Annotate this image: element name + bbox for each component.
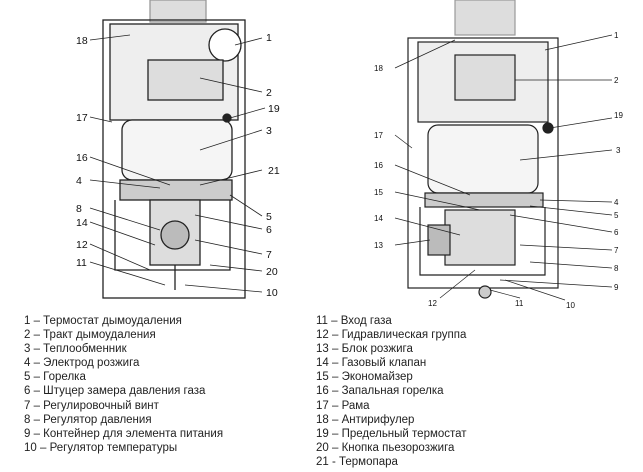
callout-18: 18 (374, 64, 383, 73)
left-heater-drawing (102, 0, 246, 299)
legend-item: 10 – Регулятор температуры (24, 441, 178, 454)
callout-19: 19 (268, 103, 280, 115)
callout-6: 6 (614, 228, 619, 237)
legend-item: 18 – Антирифулер (316, 413, 415, 426)
legend-item: 4 – Электрод розжига (24, 357, 140, 370)
callout-19: 19 (614, 111, 623, 120)
callout-17: 17 (374, 131, 383, 140)
callout-11: 11 (76, 257, 87, 269)
callout-13: 13 (374, 241, 383, 250)
callout-10: 10 (266, 287, 278, 299)
callout-4: 4 (614, 198, 619, 207)
legend-item: 15 – Экономайзер (316, 371, 413, 384)
legend-item: 16 – Запальная горелка (316, 385, 444, 398)
legend-item: 19 – Предельный термостат (316, 427, 467, 440)
legend-item: 3 – Теплообменник (24, 343, 127, 356)
callout-10: 10 (566, 301, 575, 310)
legend-item: 6 – Штуцер замера давления газа (24, 385, 206, 398)
callout-9: 9 (614, 283, 619, 292)
legend-column-2: 11 – Вход газа 12 – Гидравлическая групп… (316, 314, 467, 469)
callout-8: 8 (614, 264, 619, 273)
legend-item: 14 – Газовый клапан (316, 357, 427, 370)
legend-item: 12 – Гидравлическая группа (316, 329, 467, 342)
callout-5: 5 (266, 211, 272, 223)
right-heater-drawing (407, 0, 559, 299)
callout-12: 12 (428, 299, 437, 308)
callout-7: 7 (614, 246, 619, 255)
callout-16: 16 (76, 152, 88, 164)
left-callouts: 18 1 2 19 17 3 16 21 4 5 8 14 6 12 7 11 … (76, 32, 280, 299)
callout-18: 18 (76, 35, 88, 47)
callout-2: 2 (266, 87, 272, 99)
legend-item: 8 – Регулятор давления (24, 413, 152, 426)
legend-item: 11 – Вход газа (316, 315, 392, 327)
legend-item: 5 – Горелка (24, 371, 86, 384)
callout-11: 11 (515, 299, 524, 308)
legend-item: 9 – Контейнер для элемента питания (24, 427, 224, 440)
left-leader-lines (89, 34, 266, 293)
legend-column-1: 1 – Термостат дымоудаления 2 – Тракт дым… (24, 314, 223, 455)
callout-2: 2 (614, 76, 619, 85)
legend-item: 2 – Тракт дымоудаления (24, 329, 156, 342)
callout-6: 6 (266, 224, 272, 236)
callout-16: 16 (374, 161, 383, 170)
callout-1: 1 (266, 32, 272, 44)
legend-item: 7 – Регулировочный винт (24, 399, 159, 412)
callout-14: 14 (76, 217, 88, 229)
legend-item: 17 – Рама (316, 399, 370, 412)
callout-3: 3 (616, 146, 621, 155)
callout-3: 3 (266, 125, 272, 137)
right-leader-lines (394, 34, 613, 301)
callout-12: 12 (76, 239, 88, 251)
callout-21: 21 (268, 165, 280, 177)
callout-17: 17 (76, 112, 88, 124)
callout-4: 4 (76, 175, 82, 187)
callout-20: 20 (266, 266, 278, 278)
legend-item: 1 – Термостат дымоудаления (24, 315, 182, 327)
callout-8: 8 (76, 203, 82, 215)
callout-5: 5 (614, 211, 619, 220)
right-callouts: 1 2 18 19 3 17 16 4 15 5 6 14 7 13 8 9 1… (374, 31, 623, 310)
legend-item: 21 - Термопара (316, 455, 398, 468)
legend-item: 13 – Блок розжига (316, 343, 413, 356)
legend-item: 20 – Кнопка пьезорозжига (316, 441, 455, 454)
callout-7: 7 (266, 249, 272, 261)
callout-1: 1 (614, 31, 619, 40)
callout-14: 14 (374, 214, 383, 223)
callout-15: 15 (374, 188, 383, 197)
